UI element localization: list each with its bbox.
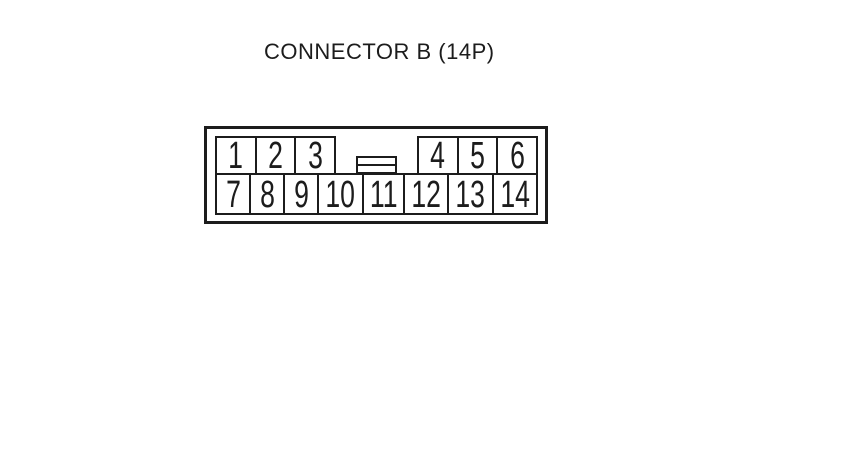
pin-11: 11 (364, 173, 406, 216)
pin-9: 9 (285, 173, 320, 216)
pin-7: 7 (217, 173, 252, 216)
pin-5-label: 5 (470, 135, 485, 177)
pin-4: 4 (419, 135, 459, 177)
pin-13-label: 13 (455, 173, 486, 216)
pin-3-label: 3 (307, 135, 323, 177)
pin-12-label: 12 (411, 173, 442, 216)
pin-10: 10 (319, 173, 364, 216)
connector-key-tab-icon (356, 156, 397, 174)
pin-6: 6 (498, 135, 536, 177)
pin-2: 2 (257, 135, 297, 177)
key-tab-lower (358, 166, 395, 172)
pin-14-label: 14 (500, 173, 530, 216)
pin-11-label: 11 (369, 173, 398, 216)
pin-8-label: 8 (259, 173, 275, 216)
pin-14: 14 (494, 173, 536, 216)
connector-housing: 1 2 3 4 5 6 7 (204, 126, 548, 224)
pin-10-label: 10 (325, 173, 356, 216)
connector-title: CONNECTOR B (14P) (264, 39, 495, 64)
pin-3: 3 (296, 135, 334, 177)
pin-7-label: 7 (225, 173, 241, 216)
pin-2-label: 2 (268, 135, 283, 177)
pin-12: 12 (405, 173, 450, 216)
pin-13: 13 (449, 173, 494, 216)
pin-8: 8 (251, 173, 286, 216)
pin-1: 1 (217, 135, 257, 177)
pin-6-label: 6 (509, 135, 525, 177)
key-tab-upper (358, 158, 395, 166)
pin-block-bottom: 7 8 9 10 11 12 13 14 (215, 173, 538, 215)
pin-block-top-right: 4 5 6 (417, 136, 538, 175)
pin-1-label: 1 (228, 135, 244, 177)
pin-block-top-left: 1 2 3 (215, 136, 336, 175)
pin-5: 5 (459, 135, 499, 177)
pin-4-label: 4 (430, 135, 446, 177)
pin-9-label: 9 (293, 173, 309, 216)
